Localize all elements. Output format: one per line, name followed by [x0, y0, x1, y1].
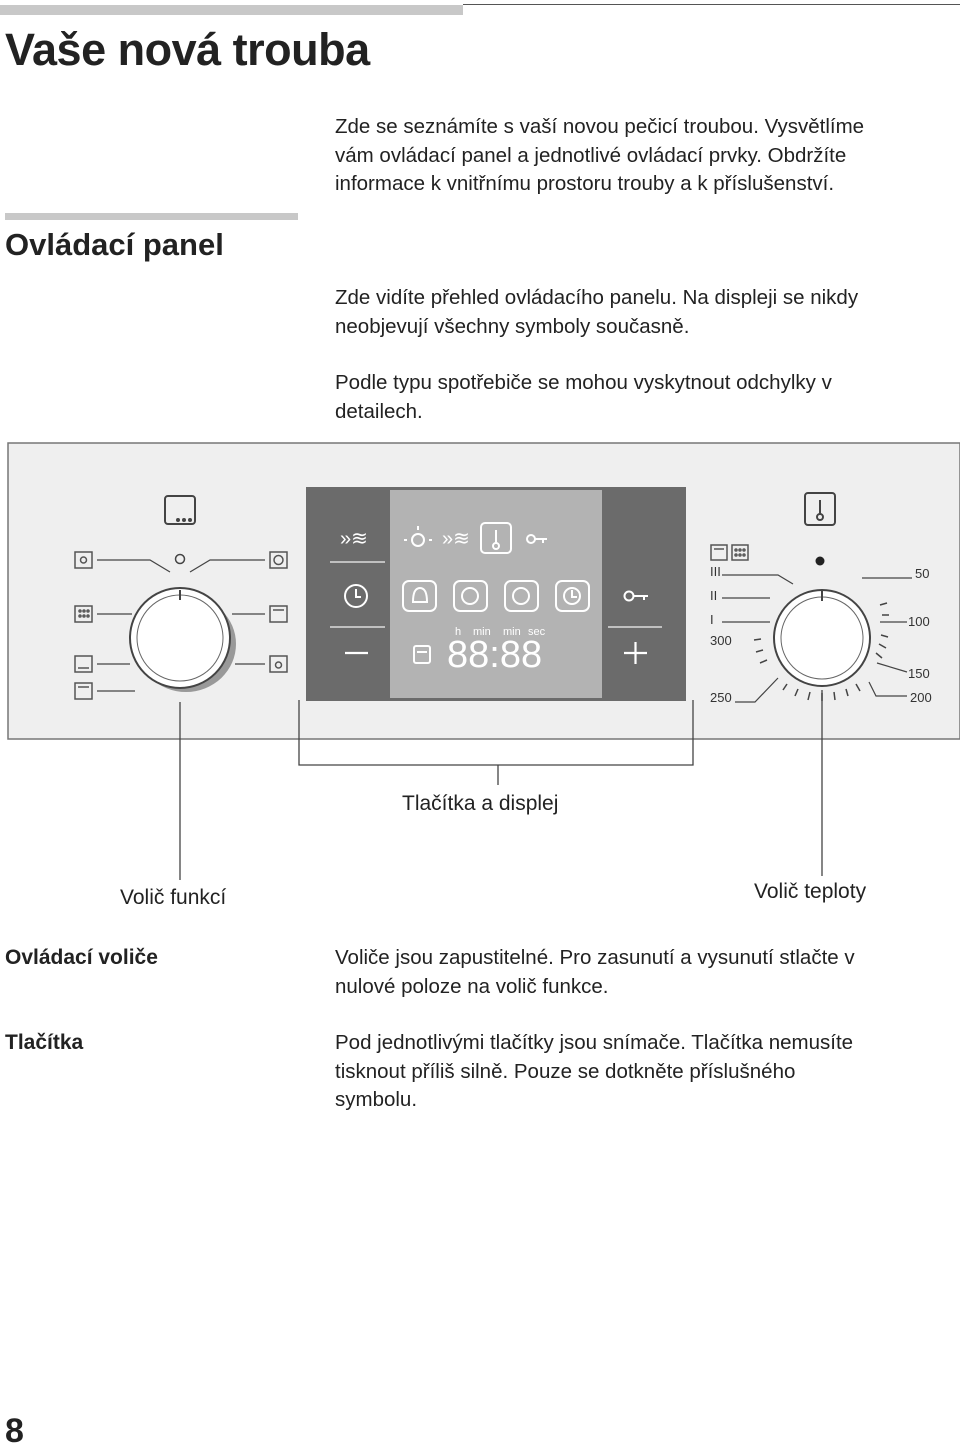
plus-button[interactable]	[624, 642, 647, 664]
rapid-heat-button[interactable]: »≋	[340, 528, 368, 550]
display-unit-h: h	[455, 626, 461, 638]
child-lock-key-icon	[526, 534, 547, 544]
temperature-icon	[804, 492, 836, 526]
light-icon	[74, 551, 93, 569]
top-heat-icon	[269, 605, 288, 623]
top-bottom-heat-icon	[74, 682, 93, 700]
display-unit-min-2: min	[503, 626, 521, 638]
section-bar	[5, 213, 298, 220]
cooking-time-icon	[453, 580, 488, 612]
control-panel-paragraph-2: Podle typu spotřebiče se mohou vyskytnou…	[335, 371, 832, 423]
grill-level-1-label: I	[710, 612, 714, 627]
temp-150-label: 150	[908, 666, 930, 681]
section-label-buttons: Tlačítka	[5, 1031, 84, 1054]
child-lock-button[interactable]	[623, 590, 649, 602]
callout-temperature-selector: Volič teploty	[754, 880, 867, 903]
display-unit-sec: sec	[528, 626, 546, 638]
callout-buttons-display: Tlačítka a displej	[402, 792, 559, 815]
temperature-selector-knob[interactable]	[773, 589, 871, 687]
fan-heat-icon	[269, 551, 288, 569]
page-number: 8	[5, 1412, 24, 1450]
timer-menu-button[interactable]	[344, 584, 368, 608]
grill-icons	[710, 544, 749, 561]
function-selector-knob[interactable]	[129, 587, 236, 692]
thermometer-icon	[480, 522, 512, 554]
page-title: Vaše nová trouba	[5, 24, 370, 75]
display-digits: 88:88	[447, 634, 542, 676]
temp-300-label: 300	[710, 633, 732, 648]
alarm-bell-icon	[402, 580, 437, 612]
temp-100-label: 100	[908, 614, 930, 629]
eco-fan-icon	[269, 655, 288, 673]
section-text-buttons: Pod jednotlivými tlačítky jsou snímače. …	[335, 1031, 854, 1111]
callout-function-selector: Volič funkcí	[120, 886, 227, 909]
temp-50-label: 50	[915, 566, 929, 581]
hot-air-grill-icon	[74, 605, 93, 623]
rapid-heat-indicator-icon: »≋	[442, 528, 470, 550]
oven-settings-icon	[164, 495, 196, 525]
selector-zero-mark	[174, 553, 186, 565]
grill-level-3-label: III	[710, 564, 721, 579]
time-lock-icon	[413, 645, 431, 664]
control-panel-diagram: »≋ »≋ h min min sec 88:88	[7, 442, 960, 880]
control-panel-paragraph-1: Zde vidíte přehled ovládacího panelu. Na…	[335, 286, 859, 338]
oven-light-icon	[404, 526, 432, 547]
svg-text:»≋: »≋	[340, 528, 368, 550]
section-text-control-knobs: Voliče jsou zapustitelné. Pro zasunutí a…	[335, 946, 855, 998]
end-time-icon	[504, 580, 539, 612]
top-rule	[463, 4, 960, 5]
grill-level-2-label: II	[710, 588, 717, 603]
display-unit-min-1: min	[473, 626, 491, 638]
top-bar-accent	[0, 5, 463, 15]
clock-time-icon	[555, 580, 590, 612]
temp-200-label: 200	[910, 690, 932, 705]
section-label-control-knobs: Ovládací voliče	[5, 946, 158, 969]
bottom-heat-icon	[74, 655, 93, 673]
temperature-zero-mark	[815, 556, 825, 566]
intro-paragraph: Zde se seznámíte s vaší novou pečicí tro…	[335, 115, 865, 195]
temp-250-label: 250	[710, 690, 732, 705]
section-heading: Ovládací panel	[5, 227, 224, 262]
